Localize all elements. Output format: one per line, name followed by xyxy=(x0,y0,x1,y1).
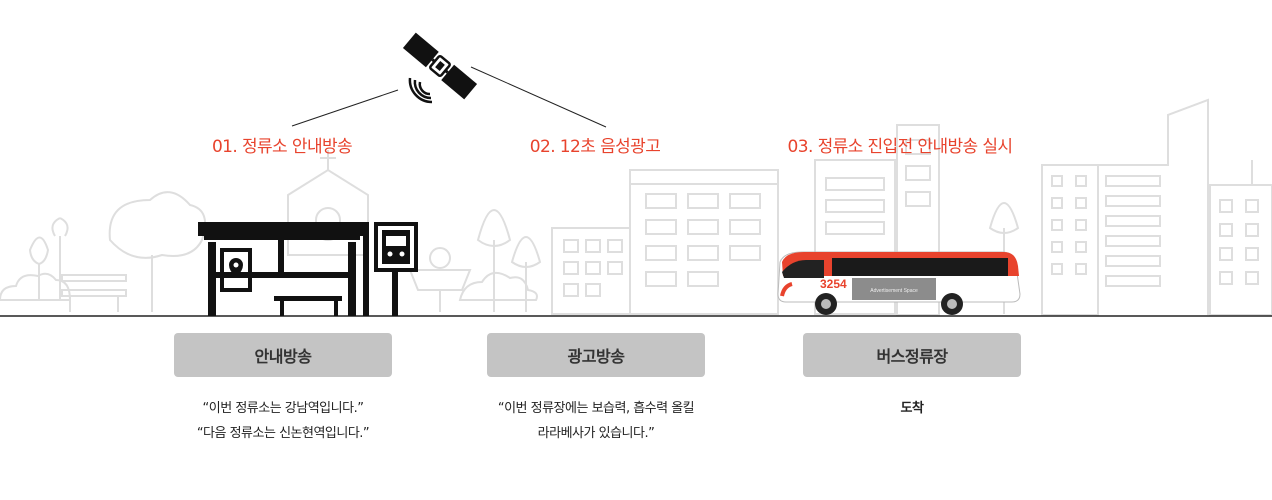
step-1-pill: 안내방송 xyxy=(174,333,392,377)
bus-sign-icon xyxy=(374,222,418,316)
step-2-pill: 광고방송 xyxy=(487,333,705,377)
bus-stop-icon xyxy=(198,222,369,316)
step-2-line-2: 라라베사가 있습니다.” xyxy=(537,426,655,441)
bus-number: 3254 xyxy=(820,277,847,291)
step-1-description: “이번 정류소는 강남역입니다.” “다음 정류소는 신논현역입니다.” xyxy=(133,396,433,446)
bus-ad-text: Advertisement Space xyxy=(870,288,918,294)
step-3-pill: 버스정류장 xyxy=(803,333,1021,377)
step-2-description: “이번 정류장에는 보습력, 흡수력 올킬 라라베사가 있습니다.” xyxy=(446,396,746,446)
step-2-label: 02. 12초 음성광고 xyxy=(529,137,661,157)
signal-line-left xyxy=(291,89,399,127)
step-3-label: 03. 정류소 진입전 안내방송 실시 xyxy=(787,137,1014,157)
city-skyline xyxy=(0,98,1272,316)
satellite-icon xyxy=(402,32,478,104)
step-3-description: 도착 xyxy=(762,396,1062,421)
signal-line-right xyxy=(470,66,607,128)
step-1-line-2: “다음 정류소는 신논현역입니다.” xyxy=(196,426,370,441)
step-3-line-1: 도착 xyxy=(900,401,924,416)
bus-icon: Advertisement Space 3254 xyxy=(777,251,1021,315)
step-1-line-1: “이번 정류소는 강남역입니다.” xyxy=(202,401,364,416)
step-2-line-1: “이번 정류장에는 보습력, 흡수력 올킬 xyxy=(497,401,695,416)
step-1-label: 01. 정류소 안내방송 xyxy=(211,137,353,157)
